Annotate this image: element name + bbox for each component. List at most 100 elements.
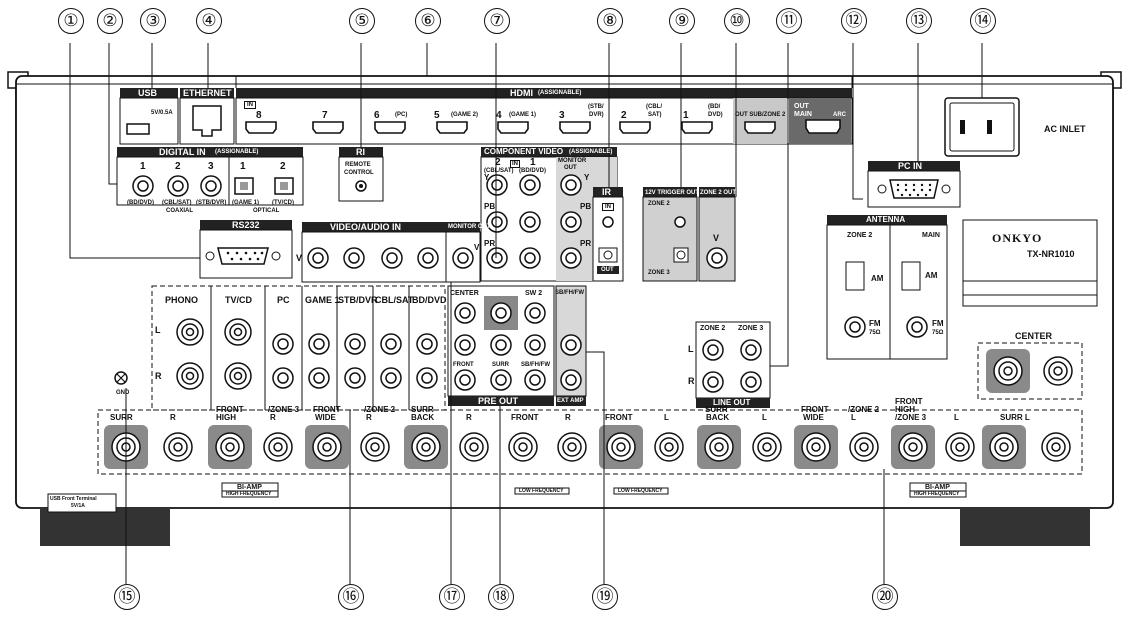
preout-surr: SURR	[492, 362, 510, 368]
hdmi-label-dvd: DVD)	[708, 112, 723, 118]
hdmi-arc: ARC	[833, 112, 846, 118]
spk-wide-r: R	[366, 413, 372, 422]
lineout-zone2: ZONE 2	[700, 325, 726, 332]
callout-19: ⑲	[592, 584, 618, 610]
audio-in-l: L	[155, 325, 161, 335]
antenna-fm-1: FM	[869, 319, 881, 328]
hdmi-out-main: OUT	[794, 103, 809, 110]
callout-2: ②	[97, 8, 123, 34]
hdmi-out-sub: OUT SUB/ZONE 2	[735, 112, 786, 118]
component-pr-out: PR	[580, 239, 592, 248]
lineout-zone3: ZONE 3	[738, 325, 764, 332]
spk-front-wide: FRONT	[313, 405, 341, 414]
coax-1-num: 1	[140, 161, 146, 172]
preout-title: PRE OUT	[478, 396, 519, 406]
hdmi-label-bd: (BD/	[708, 104, 721, 110]
antenna-main: MAIN	[922, 232, 940, 239]
hdmi-label-sat: SAT)	[648, 112, 662, 118]
hdmi-label-game1: (GAME 1)	[509, 112, 536, 118]
spk-back-l-label: BACK	[706, 413, 730, 422]
sbfhfw-top: SB/FH/FW	[555, 290, 584, 296]
preout-center: CENTER	[450, 290, 479, 297]
callout-14: ⑭	[970, 8, 996, 34]
spk-high-l-end: L	[954, 413, 959, 422]
spk-front-wide-l: FRONT	[801, 405, 829, 414]
callout-3: ③	[140, 8, 166, 34]
hdmi-label-7: 7	[322, 110, 328, 121]
spk-front-l-label: FRONT	[605, 413, 633, 422]
spk-front-l: L	[664, 413, 669, 422]
component-in2-label: (CBL/SAT)	[484, 168, 514, 174]
monitor-out-v: V	[474, 243, 480, 252]
callout-12: ⑫	[841, 8, 867, 34]
trigger-zone3: ZONE 3	[648, 270, 670, 276]
hdmi-label-pc: (PC)	[395, 112, 408, 118]
monitor-out-title: MONITOR OUT	[448, 224, 491, 230]
speaker-center: CENTER	[1015, 331, 1053, 341]
antenna-zone2: ZONE 2	[847, 232, 873, 239]
spk-front-r: R	[565, 413, 571, 422]
component-in1-label: (BD/DVD)	[519, 168, 546, 174]
digital-in-assignable: (ASSIGNABLE)	[215, 149, 259, 155]
spk-zone2-b: /ZONE 2	[848, 405, 880, 414]
hdmi-label-dvr: DVR)	[589, 112, 604, 118]
hdmi-label-8: 8	[256, 110, 262, 121]
biamp-left-sub: HIGH FREQUENCY	[226, 491, 272, 497]
antenna-title: ANTENNA	[866, 215, 906, 224]
hdmi-out-main2: MAIN	[794, 111, 812, 118]
lineout-l: L	[688, 344, 694, 354]
preout-front: FRONT	[453, 362, 474, 368]
audio-in-stbdvr: STB/DVR	[338, 295, 378, 305]
audio-in-tvcd: TV/CD	[225, 295, 252, 305]
spk-surr-l: SURR L	[1000, 413, 1030, 422]
hdmi-label-4: 4	[496, 110, 502, 121]
low-freq-1: LOW FREQUENCY	[519, 488, 564, 494]
digital-in-title: DIGITAL IN	[159, 147, 206, 157]
coax-3-num: 3	[208, 161, 214, 172]
hdmi-title: HDMI	[510, 88, 533, 98]
trigger-title: 12V TRIGGER OUT	[645, 190, 700, 196]
ri-label-1: REMOTE	[345, 162, 371, 168]
preout-sw1: SW 1	[490, 290, 508, 297]
callout-17: ⑰	[439, 584, 465, 610]
optical-2-num: 2	[280, 161, 286, 172]
spk-surr-r: R	[170, 413, 176, 422]
spk-high-r: R	[270, 413, 276, 422]
optical-label: OPTICAL	[253, 208, 280, 214]
coax-1-label: (BD/DVD)	[127, 200, 154, 206]
coax-2-num: 2	[175, 161, 181, 172]
spk-zone3-a: /ZONE 3	[268, 405, 300, 414]
spk-surr-back: SURR	[411, 405, 434, 414]
callout-5: ⑤	[349, 8, 375, 34]
ir-in: IN	[602, 203, 614, 211]
callout-15: ⑮	[114, 584, 140, 610]
callout-10: ⑩	[724, 8, 750, 34]
hdmi-label-3: 3	[559, 110, 565, 121]
spk-front-r-label: FRONT	[511, 413, 539, 422]
video-row-v: V	[296, 253, 303, 263]
ir-out: OUT	[601, 267, 614, 273]
component-y: Y	[484, 173, 490, 182]
optical-1-num: 1	[240, 161, 246, 172]
component-in2: 2	[495, 157, 501, 168]
biamp-left: BI-AMP	[237, 484, 262, 491]
callout-13: ⑬	[906, 8, 932, 34]
antenna-ohm-1: 75Ω	[869, 330, 881, 336]
audio-in-pc: PC	[277, 295, 290, 305]
callout-8: ⑧	[597, 8, 623, 34]
callout-6: ⑥	[415, 8, 441, 34]
hdmi-assignable: (ASSIGNABLE)	[538, 90, 582, 96]
ethernet-title: ETHERNET	[183, 88, 232, 98]
audio-in-r: R	[155, 371, 162, 381]
spk-zone3-b: /ZONE 3	[895, 413, 927, 422]
spk-back-r: R	[466, 413, 472, 422]
antenna-am-1: AM	[871, 274, 884, 283]
hdmi-label-6: 6	[374, 110, 380, 121]
spk-wide-l: L	[851, 413, 856, 422]
optical-1-label: (GAME 1)	[232, 200, 259, 206]
spk-front-high: FRONT	[216, 405, 244, 414]
spk-wide: WIDE	[315, 413, 336, 422]
rs232-title: RS232	[232, 220, 260, 230]
hdmi-label-stb: (STB/	[588, 104, 604, 110]
